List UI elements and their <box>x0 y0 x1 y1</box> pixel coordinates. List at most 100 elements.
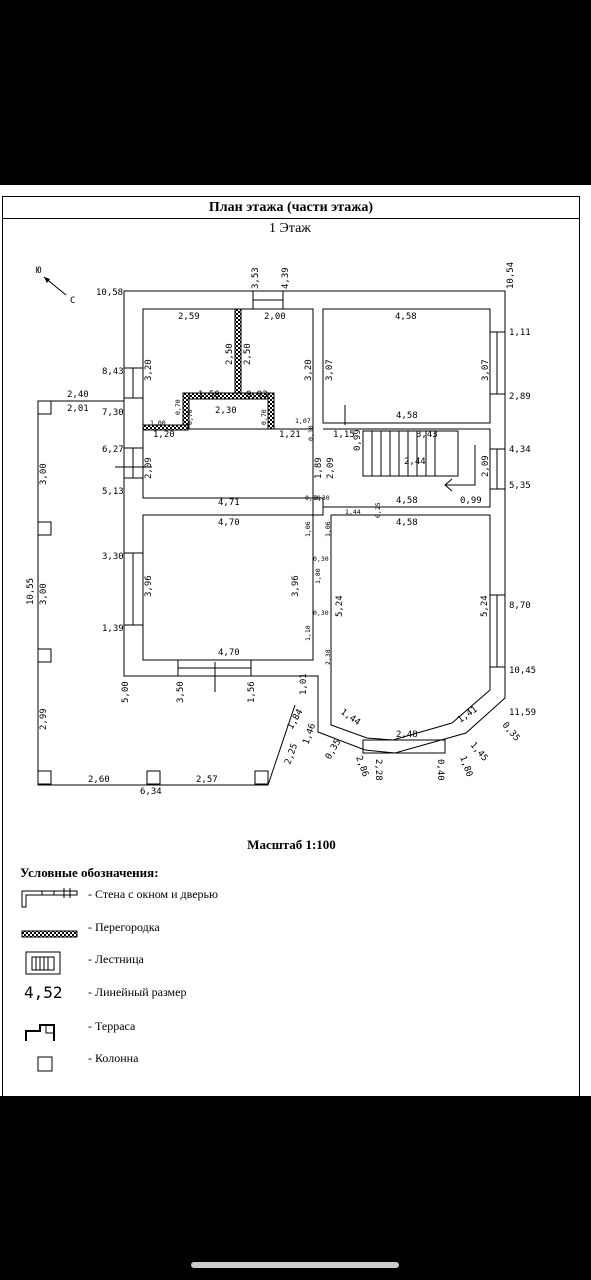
dim-label: 1,41 <box>456 705 480 726</box>
compass-south: С <box>70 296 75 306</box>
dim-label: 5,24 <box>335 595 345 617</box>
dim-label: 3,00 <box>39 463 49 485</box>
dim-label: 1,44 <box>338 707 362 728</box>
home-indicator[interactable] <box>191 1262 399 1268</box>
dim-label: 0,35 <box>500 721 522 744</box>
dim-label: 2,09 <box>144 457 154 479</box>
dim-label: 3,96 <box>291 575 301 597</box>
dim-label: 4,58 <box>396 518 418 528</box>
dim-label: 2,48 <box>396 730 418 740</box>
dim-label: 2,59 <box>178 312 200 322</box>
dim-label: 3,50 <box>176 681 186 703</box>
legend-title: Условные обозначения: <box>20 865 159 880</box>
compass-north: Ю <box>36 266 42 276</box>
dim-label: 1,46 <box>301 722 318 746</box>
compass: Ю С <box>36 266 75 306</box>
dim-label: 4,58 <box>396 496 418 506</box>
legend-label: - Лестница <box>88 952 144 966</box>
legend-label: - Перегородка <box>88 920 160 934</box>
dim-label: 2,50 <box>243 343 253 365</box>
legend-label: - Стена с окном и дверью <box>88 887 218 901</box>
dim-label: 0,99 <box>460 496 482 506</box>
plan-title: План этажа (части этажа) <box>2 196 580 219</box>
dim-label: 10,54 <box>506 262 516 289</box>
dim-label: 4,71 <box>218 498 240 508</box>
dim-label: 8,70 <box>509 601 531 611</box>
dim-label: 8,43 <box>102 367 124 377</box>
terrace-outline <box>37 400 296 786</box>
staircase-icon <box>25 951 61 975</box>
dim-label: 1,01 <box>299 673 309 695</box>
dim-label: 2,99 <box>39 708 49 730</box>
dim-label: 2,60 <box>88 775 110 785</box>
dim-label: 1,39 <box>102 624 124 634</box>
dim-label: 4,70 <box>218 648 240 658</box>
dim-label: 1,10 <box>304 625 312 641</box>
dim-label: 0,70 <box>186 409 194 425</box>
dim-label: 5,13 <box>102 487 124 497</box>
dim-label: 2,28 <box>373 759 383 781</box>
dim-label: 2,25 <box>283 742 300 766</box>
dim-label: 1,45 <box>468 741 490 764</box>
dim-label: 5,24 <box>480 595 490 617</box>
dim-label: 1,44 <box>345 508 361 516</box>
dim-label: 1,80 <box>314 568 322 584</box>
dim-label: 0,70 <box>174 399 182 415</box>
floor-label: 1 Этаж <box>269 221 311 236</box>
dim-label: 0,30 <box>314 494 330 502</box>
partitions <box>142 308 275 431</box>
dim-label: 1,21 <box>279 430 301 440</box>
wall-window-door-icon <box>21 888 78 908</box>
dim-label: 2,01 <box>67 404 89 414</box>
dim-label: 0,99 <box>353 429 363 451</box>
dim-label: 1,11 <box>509 328 531 338</box>
dim-label: 3,30 <box>102 552 124 562</box>
dim-label: 10,55 <box>26 578 36 605</box>
dim-label: 2,86 <box>353 755 370 779</box>
dim-label: 1,84 <box>286 708 306 732</box>
dim-label: 6,27 <box>102 445 124 455</box>
dim-label: 0,70 <box>260 409 268 425</box>
dim-label: 0,30 <box>313 609 329 617</box>
terrace-icon <box>25 1024 55 1041</box>
columns <box>37 400 269 785</box>
dim-label: 3,07 <box>481 359 491 381</box>
dim-label: 3,20 <box>304 359 314 381</box>
dim-label: 4,70 <box>218 518 240 528</box>
dim-label: 3,96 <box>144 575 154 597</box>
dim-label: 3,20 <box>144 359 154 381</box>
dim-label: 4,58 <box>396 411 418 421</box>
room-top-right <box>322 308 491 424</box>
dim-label: 4,34 <box>509 445 531 455</box>
dim-label: 1,56 <box>247 681 257 703</box>
dim-label: 4,58 <box>395 312 417 322</box>
dim-label: 0,93 <box>246 390 268 400</box>
dim-label: 10,58 <box>96 288 123 298</box>
dim-label: 4,39 <box>281 267 291 289</box>
dim-label: 3,00 <box>39 583 49 605</box>
sheet-frame <box>2 196 580 1096</box>
dim-label: 3,53 <box>251 267 261 289</box>
dim-label: 7,30 <box>102 408 124 418</box>
dim-label: 1,50 <box>198 390 220 400</box>
dim-label: 1,20 <box>153 430 175 440</box>
dim-label: 0,40 <box>435 759 445 781</box>
dim-label: 5,35 <box>509 481 531 491</box>
linear-dimension-icon: 4,52 <box>20 983 80 1009</box>
dim-label: 2,44 <box>404 457 426 467</box>
dim-label: 5,00 <box>121 681 131 703</box>
dim-label: 2,89 <box>509 392 531 402</box>
dim-label: 0,25 <box>374 502 382 518</box>
legend-label: - Колонна <box>88 1051 139 1065</box>
dim-label: 1,07 <box>295 417 311 425</box>
dim-label: 0,35 <box>324 738 344 762</box>
floor-plan-drawing: Ю С 10,58 3,53 4,39 10,54 2,59 2,00 4,58… <box>26 262 536 797</box>
dim-label: 2,00 <box>264 312 286 322</box>
dim-label: 6,34 <box>140 787 162 797</box>
dim-label: 0,10 <box>305 494 321 502</box>
room-bottom-right <box>330 514 491 741</box>
linear-dimension-sample: 4,52 <box>24 983 63 1002</box>
dim-label: 0,30 <box>313 555 329 563</box>
dim-label: 0,10 <box>307 425 315 441</box>
legend-label: - Линейный размер <box>88 985 187 999</box>
